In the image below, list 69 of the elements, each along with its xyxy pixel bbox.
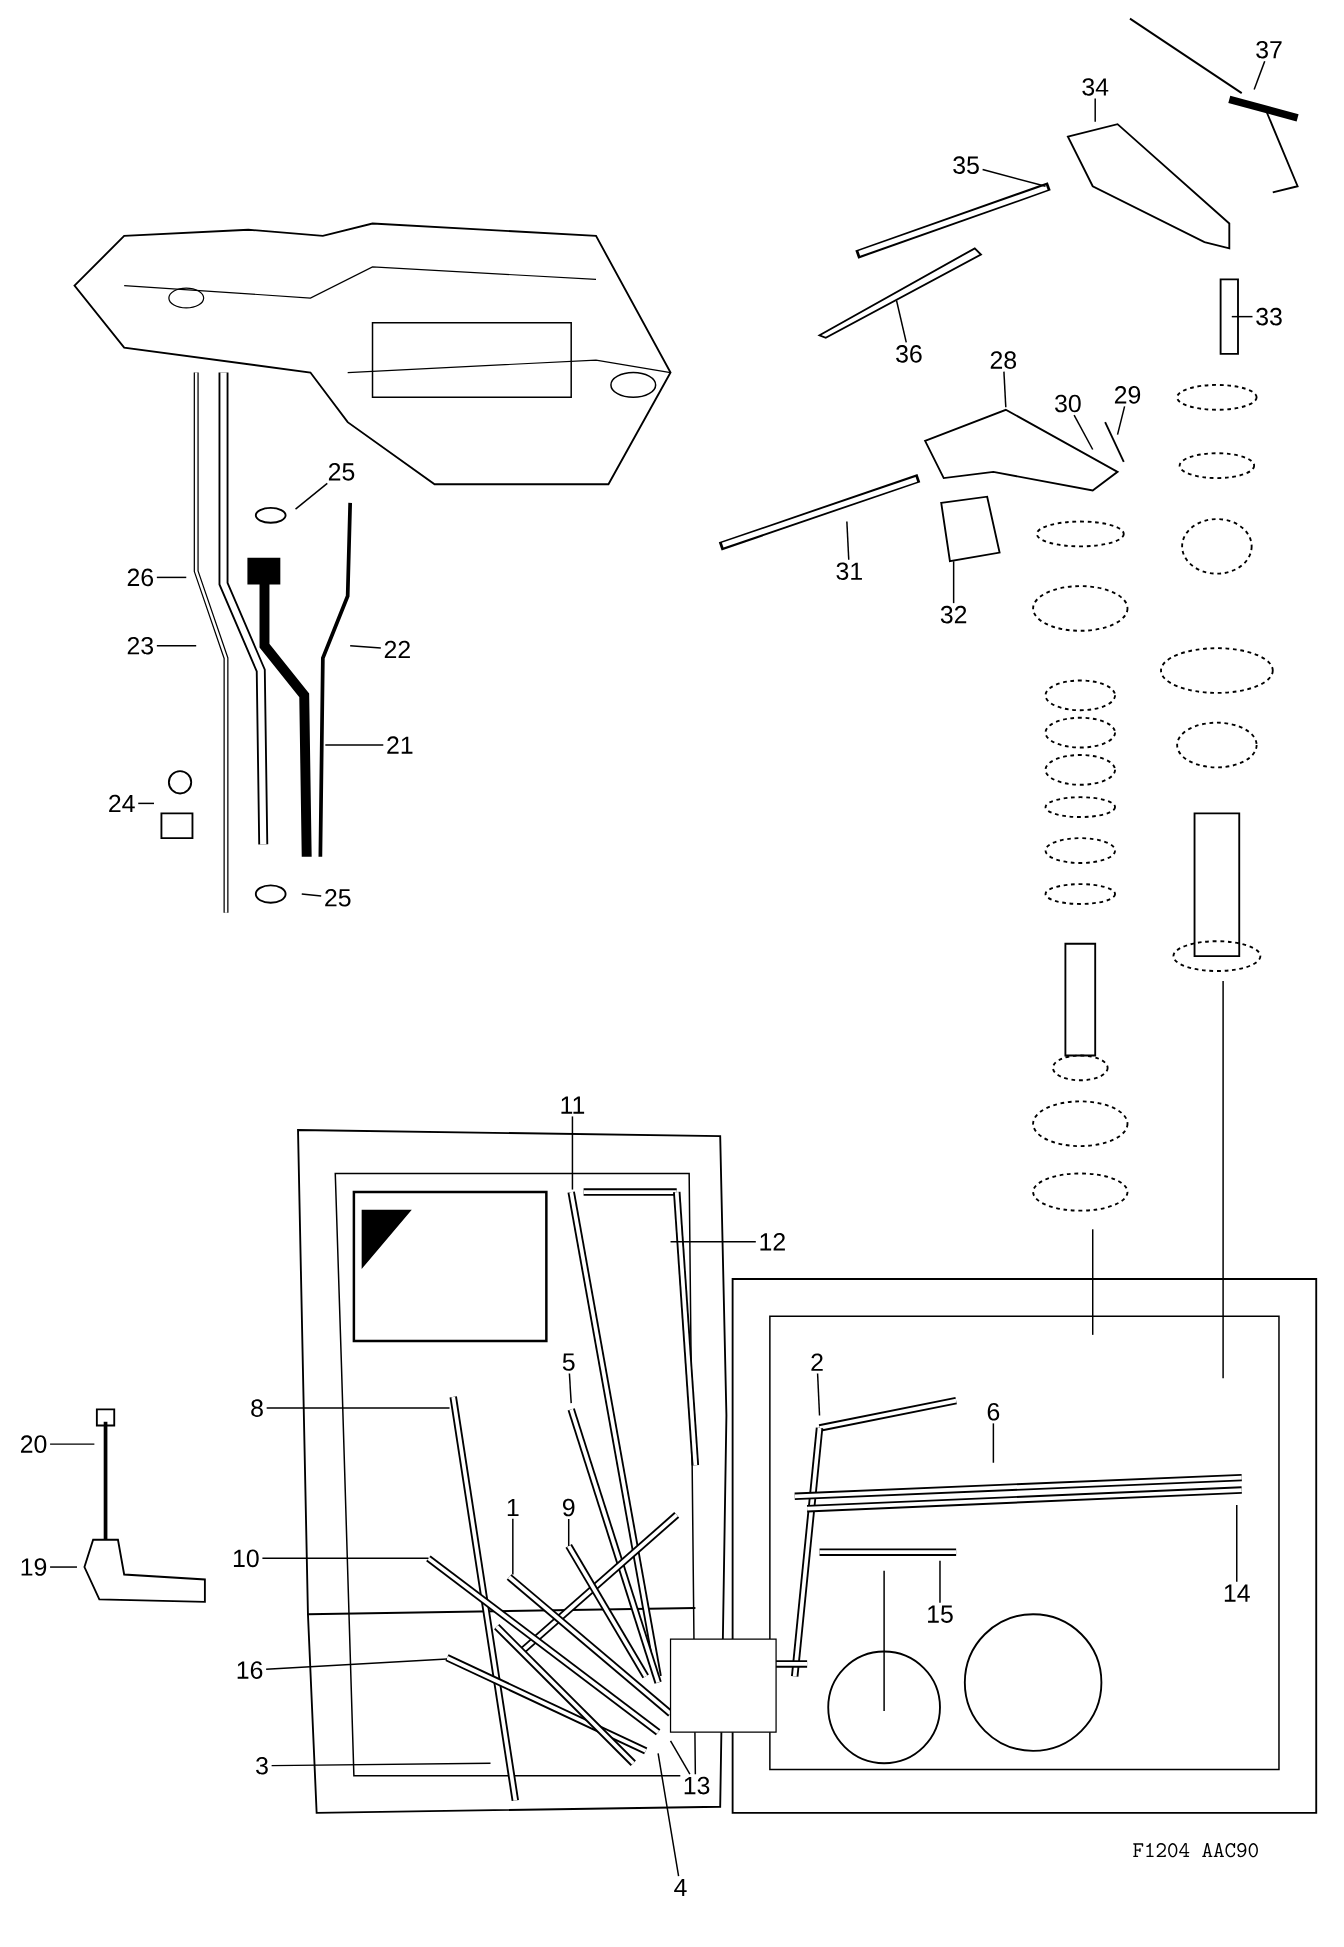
leader-line — [1236, 1504, 1238, 1583]
callout-number: 23 — [124, 634, 157, 657]
callout-number: 12 — [756, 1230, 789, 1253]
leader-line — [1117, 405, 1126, 436]
leader-line — [324, 744, 385, 746]
leader-line — [992, 1422, 995, 1464]
leader-line — [1003, 370, 1007, 409]
callout-number: 8 — [247, 1396, 267, 1420]
leader-line — [657, 1752, 680, 1877]
callout-number: 32 — [937, 603, 971, 626]
leader-line — [265, 1658, 448, 1670]
leader-line — [49, 1566, 78, 1568]
callout-number: 26 — [124, 566, 157, 589]
callout-number: 15 — [923, 1603, 957, 1626]
callout-number: 33 — [1253, 305, 1286, 328]
leader-line — [568, 1372, 573, 1404]
callout-number: 24 — [105, 792, 139, 815]
callout-number: 4 — [671, 1876, 691, 1899]
leader-line — [982, 168, 1047, 187]
callout-number: 10 — [229, 1547, 263, 1570]
leader-line — [156, 644, 198, 647]
callout-number: 3 — [252, 1754, 272, 1777]
leader-line — [512, 1518, 514, 1576]
leader-line — [939, 1560, 941, 1604]
leader-line — [953, 560, 955, 604]
leader-line — [571, 1115, 574, 1191]
callout-number: 30 — [1051, 392, 1085, 415]
leader-line — [49, 1443, 96, 1445]
leader-line — [817, 1372, 821, 1417]
callout-number: 2 — [807, 1351, 827, 1374]
callout-number: 21 — [383, 733, 417, 757]
callout-number: 5 — [559, 1351, 579, 1374]
leader-line — [670, 1740, 691, 1775]
leader-line — [271, 1762, 492, 1767]
leader-line — [1094, 97, 1097, 123]
callout-number: 22 — [381, 638, 414, 661]
callout-number: 6 — [984, 1400, 1003, 1424]
callout-number: 9 — [559, 1496, 579, 1519]
leader-line — [156, 576, 188, 579]
callout-number: 13 — [680, 1774, 714, 1797]
callout-number: 25 — [325, 460, 358, 484]
leader-line — [1073, 414, 1094, 451]
callout-number: 29 — [1111, 383, 1144, 407]
leader-line — [670, 1240, 757, 1243]
leader-line — [349, 644, 382, 649]
leader-line — [1253, 60, 1266, 91]
leader-line — [261, 1557, 430, 1560]
leader-line — [137, 802, 155, 805]
leader-line — [896, 299, 908, 344]
leader-line — [568, 1518, 570, 1547]
figure-code: F1204 AAC90 — [1133, 1843, 1259, 1858]
leader-line — [301, 893, 323, 897]
callout-number: 36 — [892, 342, 926, 366]
callout-number: 37 — [1253, 38, 1286, 61]
leader-line — [1231, 315, 1254, 318]
callout-number: 16 — [233, 1658, 267, 1682]
callout-number: 11 — [557, 1094, 589, 1117]
callout-number: 25 — [321, 886, 355, 910]
leader-line — [266, 1407, 451, 1409]
leader-line — [295, 482, 329, 510]
callout-number: 35 — [950, 153, 983, 177]
callout-number: 19 — [17, 1555, 51, 1579]
callout-number: 28 — [987, 348, 1020, 372]
callout-number: 14 — [1220, 1582, 1254, 1605]
callout-number: 34 — [1079, 75, 1112, 99]
callout-number: 31 — [833, 559, 866, 583]
callout-number: 1 — [503, 1496, 523, 1519]
leader-line — [846, 520, 850, 561]
callout-number: 20 — [17, 1432, 51, 1456]
